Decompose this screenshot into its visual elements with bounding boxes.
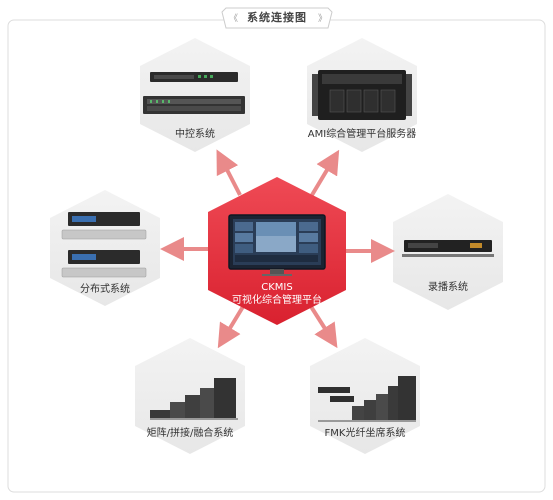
hex-fmk: [310, 338, 420, 454]
fmk-device-stack-icon: [318, 376, 416, 422]
diagram-title: 系统连接图: [247, 11, 307, 24]
label-central-control: 中控系统: [175, 129, 215, 140]
label-matrix: 矩阵/拼接/融合系统: [146, 428, 234, 439]
arrow-to-fmk: [308, 303, 338, 349]
label-distributed: 分布式系统: [80, 284, 130, 295]
svg-text:《: 《: [229, 13, 238, 24]
arrow-to-matrix: [217, 303, 246, 349]
svg-text:》: 》: [318, 13, 327, 24]
monitor-icon: [228, 214, 326, 276]
rack-device-icon: [143, 72, 245, 114]
hex-central-control: [140, 38, 250, 152]
matrix-device-stack-icon: [150, 378, 238, 420]
distributed-device-icon: [61, 212, 147, 278]
label-ami-server: AMI综合管理平台服务器: [307, 129, 417, 140]
arrow-to-central-control: [216, 149, 242, 196]
label-fmk: FMK光纤坐席系统: [324, 428, 406, 439]
center-label-platform: 可视化综合管理平台: [232, 295, 322, 306]
title-tab: [221, 7, 333, 29]
arrow-to-ami-server: [310, 149, 340, 197]
server-chassis-icon: [312, 70, 412, 120]
label-recording: 录播系统: [428, 282, 468, 293]
center-label-ckmis: CKMIS: [261, 282, 293, 293]
recorder-device-icon: [402, 240, 494, 257]
